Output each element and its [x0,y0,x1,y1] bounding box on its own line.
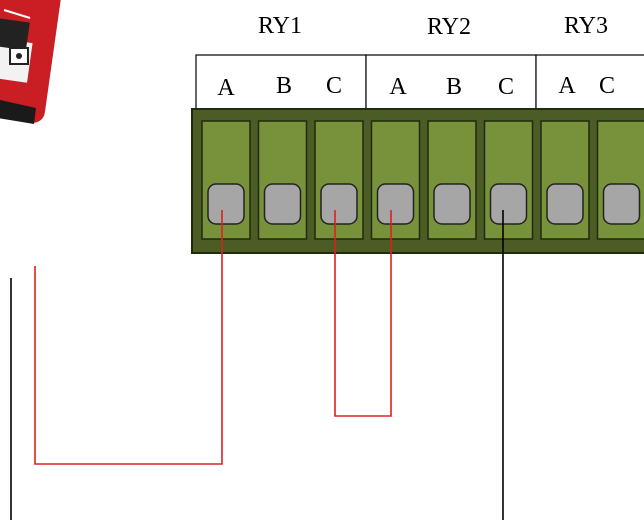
terminal-label-ry1-a: A [217,75,235,101]
wires [10,210,504,520]
terminal-label-ry3-a: A [558,73,576,99]
terminal-screw-ry2-a [376,183,415,225]
terminal-slots [201,120,644,240]
red-wire-ry1c-ry2a [334,210,392,417]
generator-icon [0,0,63,124]
terminal-screw-ry3-c [602,183,641,225]
terminal-label-ry3-c: C [599,73,615,99]
relay-title-ry1: RY1 [258,13,302,39]
relay-title-ry2: RY2 [427,14,471,40]
terminal-label-ry1-b: B [276,73,292,99]
terminal-label-ry2-a: A [389,74,407,100]
terminal-label-ry2-c: C [498,74,514,100]
terminal-label-ry2-b: B [446,74,462,100]
label-box-ry3 [535,54,644,110]
terminal-label-ry1-c: C [326,73,342,99]
red-wire-ry1-a [34,210,223,465]
terminal-screw-ry3-a [546,183,584,225]
terminal-screw-ry1-a [207,183,245,225]
terminal-screw-ry1-b [263,183,302,225]
terminal-screw-ry2-b [433,183,471,225]
terminal-screw-ry1-c [320,183,358,225]
terminal-screw-ry2-c [489,183,528,225]
terminal-block [191,108,644,254]
terminal-label-boxes: A B C A B C A C [195,54,644,110]
relay-title-ry3: RY3 [564,13,608,39]
